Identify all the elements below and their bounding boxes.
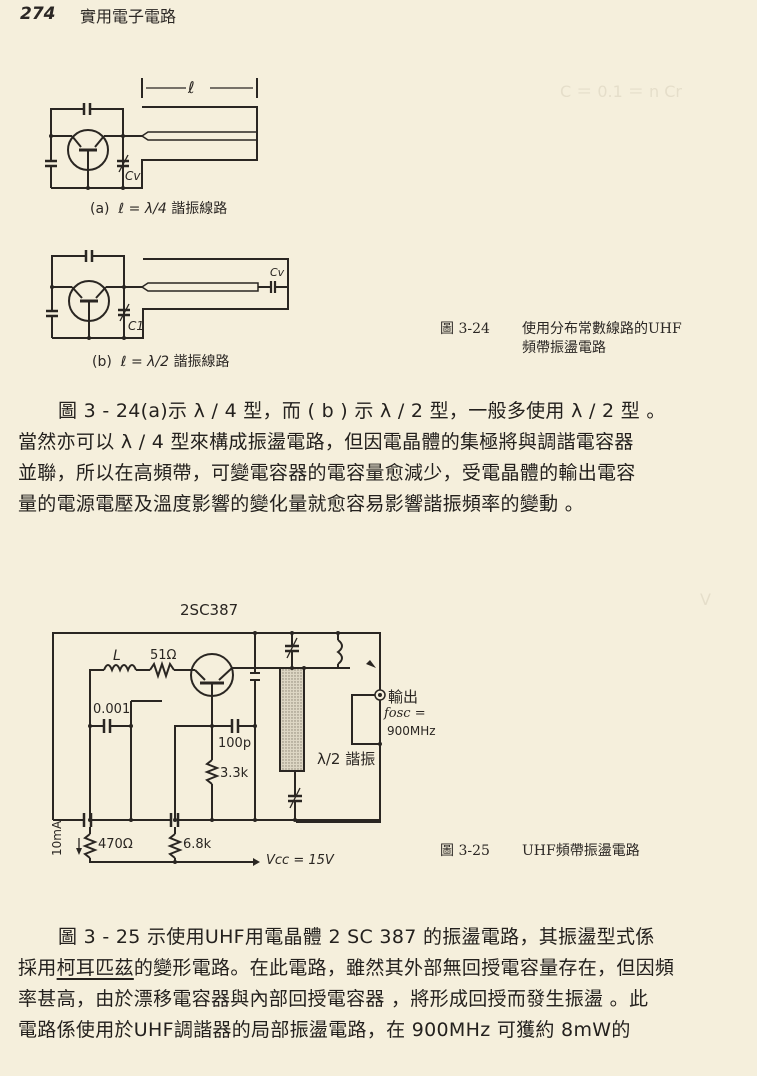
figure-number: 圖 3-25 (440, 843, 490, 859)
paragraph-line: 並聯，所以在高頻帶，可變電容器的電容量愈減少，受電晶體的輸出電容 (18, 462, 636, 484)
subfigure-a-caption: (a) ℓ = λ/4 諧振線路 (90, 201, 228, 217)
paragraph-line: 當然亦可以 λ / 4 型來構成振盪電路，但因電晶體的集極將與調諧電容器 (18, 431, 634, 453)
figure-number: 圖 3-24 (440, 321, 490, 337)
paragraph-text: 採用 (18, 957, 57, 979)
paragraph-line: 率甚高，由於漂移電容器與內部回授電容器 ，將形成回授而發生振盪 。此 (18, 988, 649, 1010)
paragraph-1: 圖 3 - 24(a)示 λ / 4 型，而 ( b ) 示 λ / 2 型，一… (18, 396, 743, 520)
resistor-3k3-label: 3.3k (220, 766, 249, 781)
resistor-51-label: 51Ω (150, 648, 177, 663)
paragraph-text: 的變形電路。在此電路，雖然其外部無回授電容量存在，但因頻 (133, 957, 675, 979)
capacitor-100p-label: 100p (218, 736, 252, 751)
output-label: 輸出 (388, 688, 419, 706)
paragraph-line: 量的電源電壓及溫度影響的變化量就愈容易影響諧振頻率的變動 。 (18, 493, 585, 515)
current-label: 10mA (50, 820, 64, 856)
figure-3-25-caption: 圖 3-25 UHF頻帶振盪電路 (440, 842, 640, 861)
page-number: 274 (20, 4, 56, 24)
paragraph-line: 圖 3 - 25 示使用UHF用電晶體 2 SC 387 的振盪電路，其振盪型式… (58, 926, 655, 948)
figure-title-line1: 使用分布常數線路的UHF (522, 321, 682, 337)
inductor-label: L (113, 648, 121, 664)
frequency-label-line1: fosc = (384, 706, 426, 721)
frequency-label-line2: 900MHz (387, 724, 436, 738)
bleed-through-text: C ＝ 0.1 ＝ n Cr (560, 82, 682, 101)
resonator-label: λ/2 諧振 (317, 750, 376, 768)
paragraph-2: 圖 3 - 25 示使用UHF用電晶體 2 SC 387 的振盪電路，其振盪型式… (18, 922, 743, 1046)
paragraph-line: 圖 3 - 24(a)示 λ / 4 型，而 ( b ) 示 λ / 2 型，一… (58, 400, 666, 422)
running-title: 實用電子電路 (80, 7, 177, 26)
bleed-through-text: Ⅴ (700, 590, 711, 609)
subfigure-b-caption: (b) ℓ = λ/2 諧振線路 (92, 354, 230, 370)
c1-label-b: C1 (128, 319, 144, 333)
resistor-6k8-label: 6.8k (183, 837, 212, 852)
cv-label-b: Cv (270, 266, 285, 279)
figure-title-line2: 頻帶振盪電路 (522, 340, 606, 356)
length-marker: ℓ (187, 78, 195, 97)
cv-label-a: Cv (125, 169, 141, 183)
figure-3-24-caption: 圖 3-24 使用分布常數線路的UHF 頻帶振盪電路 (440, 320, 682, 358)
capacitor-0001-label: 0.001 (93, 702, 131, 717)
supply-voltage-label: Vcc = 15V (266, 853, 334, 868)
paragraph-line: 電路係使用於UHF調諧器的局部振盪電路，在 900MHz 可獲約 8mW的 (18, 1019, 631, 1041)
figure-title: UHF頻帶振盪電路 (522, 843, 640, 859)
transistor-part-label: 2SC387 (180, 601, 239, 619)
underlined-term: 柯耳匹茲 (56, 957, 134, 979)
resistor-470-label: 470Ω (98, 837, 133, 852)
